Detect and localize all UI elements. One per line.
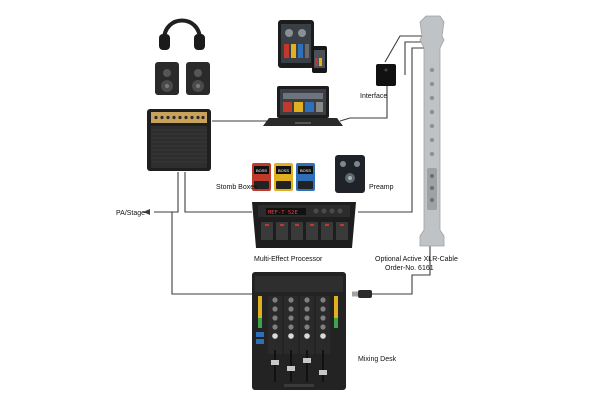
stomp-box-2-brand: BOSS [278,168,289,173]
label-preamp: Preamp [369,184,394,191]
cable-instrument-interface-1 [384,35,430,63]
speaker-right-icon [186,62,210,95]
pa-arrow-icon [143,209,150,215]
label-xlr-cable: Optional Active XLR-Cable [375,256,458,263]
cable-amp-pa [154,172,179,213]
label-interface: Interface [360,93,387,100]
cable-pa-mixer [171,212,252,295]
label-xlr-order-no: Order-No. 6161 [385,265,434,272]
label-multi-effect-processor: Multi-Effect Processor [254,256,323,263]
label-mixing-desk: Mixing Desk [358,356,397,363]
processor-display-text: MEF-T 52E [268,210,298,216]
tablet-icon [278,20,314,68]
stomp-box-1-icon: BOSS [252,163,271,191]
stomp-box-3-icon: BOSS [296,163,315,191]
multi-effect-processor-icon: MEF-T 52E [252,202,356,248]
stomp-box-2-icon: BOSS [274,163,293,191]
xlr-cable-icon [352,290,372,298]
label-pa-stage: PA/Stage [116,210,145,217]
speaker-left-icon [155,62,179,95]
cable-instrument-processor [358,47,430,213]
guitar-amp-icon [147,109,211,171]
headphones-icon [159,18,205,50]
mixing-desk-icon [252,272,346,390]
cable-amp-processor [184,172,252,213]
audio-interface-icon [376,64,396,86]
preamp-icon [335,155,365,193]
stomp-box-1-brand: BOSS [256,168,267,173]
stomp-box-3-brand: BOSS [300,168,311,173]
smartphone-icon [312,46,327,73]
cable-interface-laptop [339,76,388,122]
cable-instrument-xlr [372,232,431,295]
laptop-icon [263,86,343,126]
label-stomp-boxes: Stomb Boxes [216,184,258,191]
digital-recorder-icon [419,15,445,247]
